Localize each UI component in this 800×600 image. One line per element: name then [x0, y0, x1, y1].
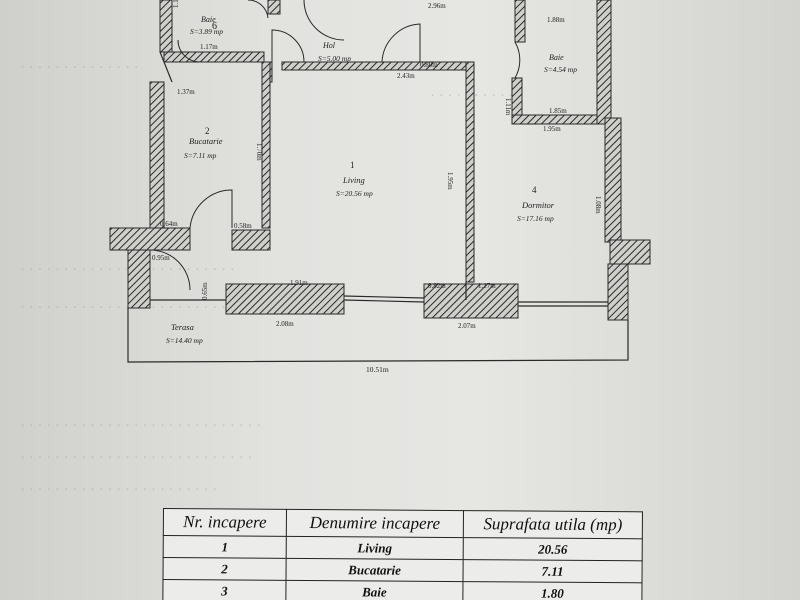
- room-area-living: S=20.56 mp: [336, 189, 373, 198]
- wall-bath-bottom: [163, 51, 265, 63]
- room-label-hol: Hol: [322, 41, 336, 50]
- wall-right: [604, 117, 622, 243]
- cell-room-name: Baie: [285, 580, 463, 600]
- room-label-bedroom: Dormitor: [521, 200, 555, 210]
- dimension-label: 2.96m: [428, 2, 446, 10]
- cell-room-number: 3: [162, 579, 286, 600]
- wall-right-bump: [609, 239, 651, 265]
- room-num: 4: [532, 185, 537, 195]
- wall-bath2-left: [514, 0, 526, 43]
- door-swings: [149, 0, 521, 291]
- dimension-label-total: 10.51m: [366, 365, 389, 374]
- pillar-left: [127, 249, 151, 309]
- dimension-label: 0.82m: [428, 282, 446, 290]
- header-usable-area: Suprafata utila (mp): [463, 510, 643, 539]
- wall-left: [149, 81, 165, 231]
- dimension-label: 1.91m: [290, 279, 308, 287]
- dimension-label: 0.95m: [152, 254, 170, 262]
- wall-bath2-left-lower: [511, 77, 523, 119]
- room-label-bath-top: Baie: [201, 15, 216, 24]
- dimension-label: 1.95m: [543, 125, 561, 133]
- dimension-label: 1.85m: [549, 107, 567, 115]
- room-labels: 6 Baie S=3.89 mp Hol S=5.00 mp 2 Bucatar…: [166, 15, 577, 345]
- dimension-label: 1.70m: [255, 143, 263, 161]
- room-area-bath-right: S=4.54 mp: [544, 65, 577, 74]
- room-label-terrace: Terasa: [171, 322, 194, 332]
- table-header-row: Nr. incapere Denumire incapere Suprafata…: [163, 508, 643, 539]
- dimension-label: 0.58m: [234, 222, 252, 230]
- walls: [109, 0, 651, 321]
- wall-kitchen-bottom-left: [109, 227, 191, 251]
- room-area-bedroom: S=17.16 mp: [517, 214, 554, 223]
- cell-room-name: Bucatarie: [285, 558, 464, 582]
- room-area-hol: S=5.00 mp: [318, 54, 351, 63]
- cell-usable-area: 20.56: [463, 537, 643, 561]
- table-row: 3 Baie 1.80: [162, 579, 642, 600]
- outline-lines: [127, 51, 629, 363]
- dimension-label: 0.80m: [420, 61, 438, 69]
- wall-kitchen-bottom-right: [231, 229, 271, 251]
- dimension-label: 0.65m: [201, 282, 209, 300]
- wall-hall-top: [267, 0, 281, 15]
- pillar-right: [423, 283, 519, 319]
- dimension-label: 1.17m: [200, 43, 218, 51]
- wall-bath-left: [159, 0, 173, 53]
- cell-room-name: Living: [286, 536, 464, 560]
- cell-room-number: 1: [163, 535, 287, 559]
- room-area-kitchen: S=7.11 mp: [184, 151, 217, 160]
- dimension-label: 0.64m: [160, 220, 178, 228]
- dimension-label: 1.11m: [504, 98, 512, 116]
- wall-kitchen-living: [261, 61, 271, 229]
- wall-right-lower: [607, 263, 629, 321]
- rooms-table: Nr. incapere Denumire incapere Suprafata…: [162, 508, 643, 600]
- dimension-label: 2.43m: [397, 72, 415, 80]
- wall-living-right: [465, 61, 475, 283]
- dimension-label: 1.95m: [446, 172, 454, 190]
- dimension-label: 2.08m: [276, 320, 294, 328]
- cell-usable-area: 7.11: [462, 559, 643, 583]
- room-label-kitchen: Bucatarie: [189, 136, 223, 146]
- room-area-bath-top: S=3.89 mp: [190, 27, 223, 36]
- dimension-labels: 2.96m 1.88m 1.17m 2.43m 0.80m 1.85m 1.95…: [152, 0, 602, 374]
- dimension-label: 1.17m: [172, 0, 180, 8]
- dimension-label: 2.07m: [458, 322, 476, 330]
- room-area-terrace: S=14.40 mp: [166, 336, 203, 345]
- dimension-label: 1.37m: [177, 88, 195, 96]
- header-room-number: Nr. incapere: [163, 508, 287, 537]
- wall-living-top: [281, 61, 471, 71]
- cell-usable-area: 1.80: [462, 581, 642, 600]
- header-room-name: Denumire incapere: [286, 509, 464, 538]
- cell-room-number: 2: [163, 557, 287, 581]
- dimension-label: 1.08m: [594, 196, 602, 214]
- room-num: 2: [205, 126, 210, 136]
- pillar-middle: [225, 283, 345, 315]
- room-label-living: Living: [342, 175, 365, 185]
- wall-bath2-bottom: [511, 114, 611, 125]
- dimension-label: 1.88m: [547, 16, 565, 24]
- room-num: 1: [350, 160, 355, 170]
- room-label-bath-right: Baie: [549, 53, 564, 62]
- room-num: 6: [212, 21, 217, 32]
- wall-right-upper: [596, 0, 612, 125]
- dimension-label: 1.17m: [478, 282, 496, 290]
